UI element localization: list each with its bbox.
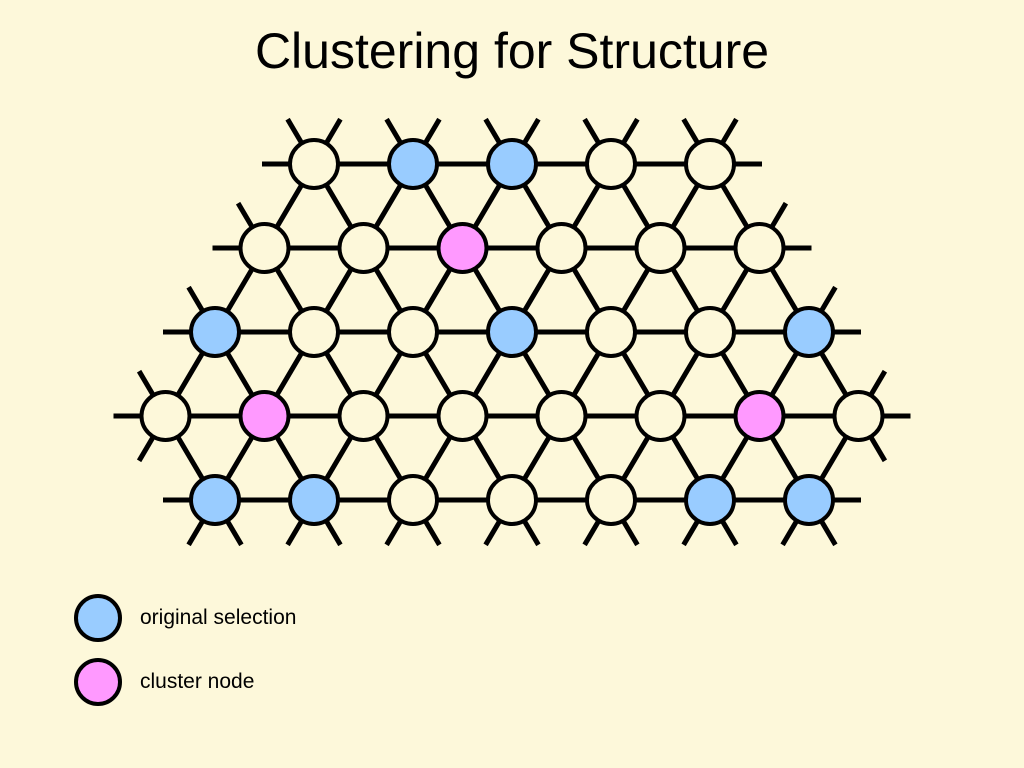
lattice-node-plain (634, 222, 687, 274)
legend-swatch-selected (74, 594, 122, 642)
lattice-node-plain (585, 306, 637, 358)
lattice-node-plain (585, 474, 637, 526)
legend-swatch-cluster (74, 658, 122, 706)
legend-item-cluster-node: cluster node (74, 655, 254, 709)
lattice-node-plain (238, 222, 291, 274)
lattice-node-plain (387, 474, 439, 526)
lattice-node-plain (684, 138, 736, 190)
legend-item-original-selection: original selection (74, 591, 296, 645)
lattice-nodes (139, 138, 885, 526)
lattice-node-plain (337, 390, 390, 442)
lattice-node-selected (189, 474, 241, 526)
lattice-node-selected (684, 474, 736, 526)
lattice-node-selected (486, 306, 538, 358)
lattice-node-selected (486, 138, 538, 190)
lattice-node-cluster (733, 390, 786, 442)
lattice-node-plain (139, 390, 192, 442)
lattice-node-plain (535, 222, 588, 274)
lattice-node-cluster (436, 222, 489, 274)
lattice-node-plain (387, 306, 439, 358)
slide-title: Clustering for Structure (254, 23, 770, 79)
lattice-node-selected (387, 138, 439, 190)
lattice-node-selected (783, 306, 835, 358)
lattice-node-plain (337, 222, 390, 274)
lattice-node-plain (733, 222, 786, 274)
lattice-node-selected (189, 306, 241, 358)
lattice-node-plain (535, 390, 588, 442)
legend-label-cluster-node: cluster node (140, 670, 255, 693)
lattice-node-plain (288, 306, 340, 358)
lattice-node-plain (436, 390, 489, 442)
lattice-node-plain (288, 138, 340, 190)
legend-label-original-selection: original selection (140, 606, 297, 629)
lattice-node-plain (832, 390, 885, 442)
lattice-node-plain (585, 138, 637, 190)
lattice-node-plain (684, 306, 736, 358)
lattice-node-selected (783, 474, 835, 526)
lattice-node-selected (288, 474, 340, 526)
lattice-node-plain (634, 390, 687, 442)
lattice-node-cluster (238, 390, 291, 442)
lattice-node-plain (486, 474, 538, 526)
